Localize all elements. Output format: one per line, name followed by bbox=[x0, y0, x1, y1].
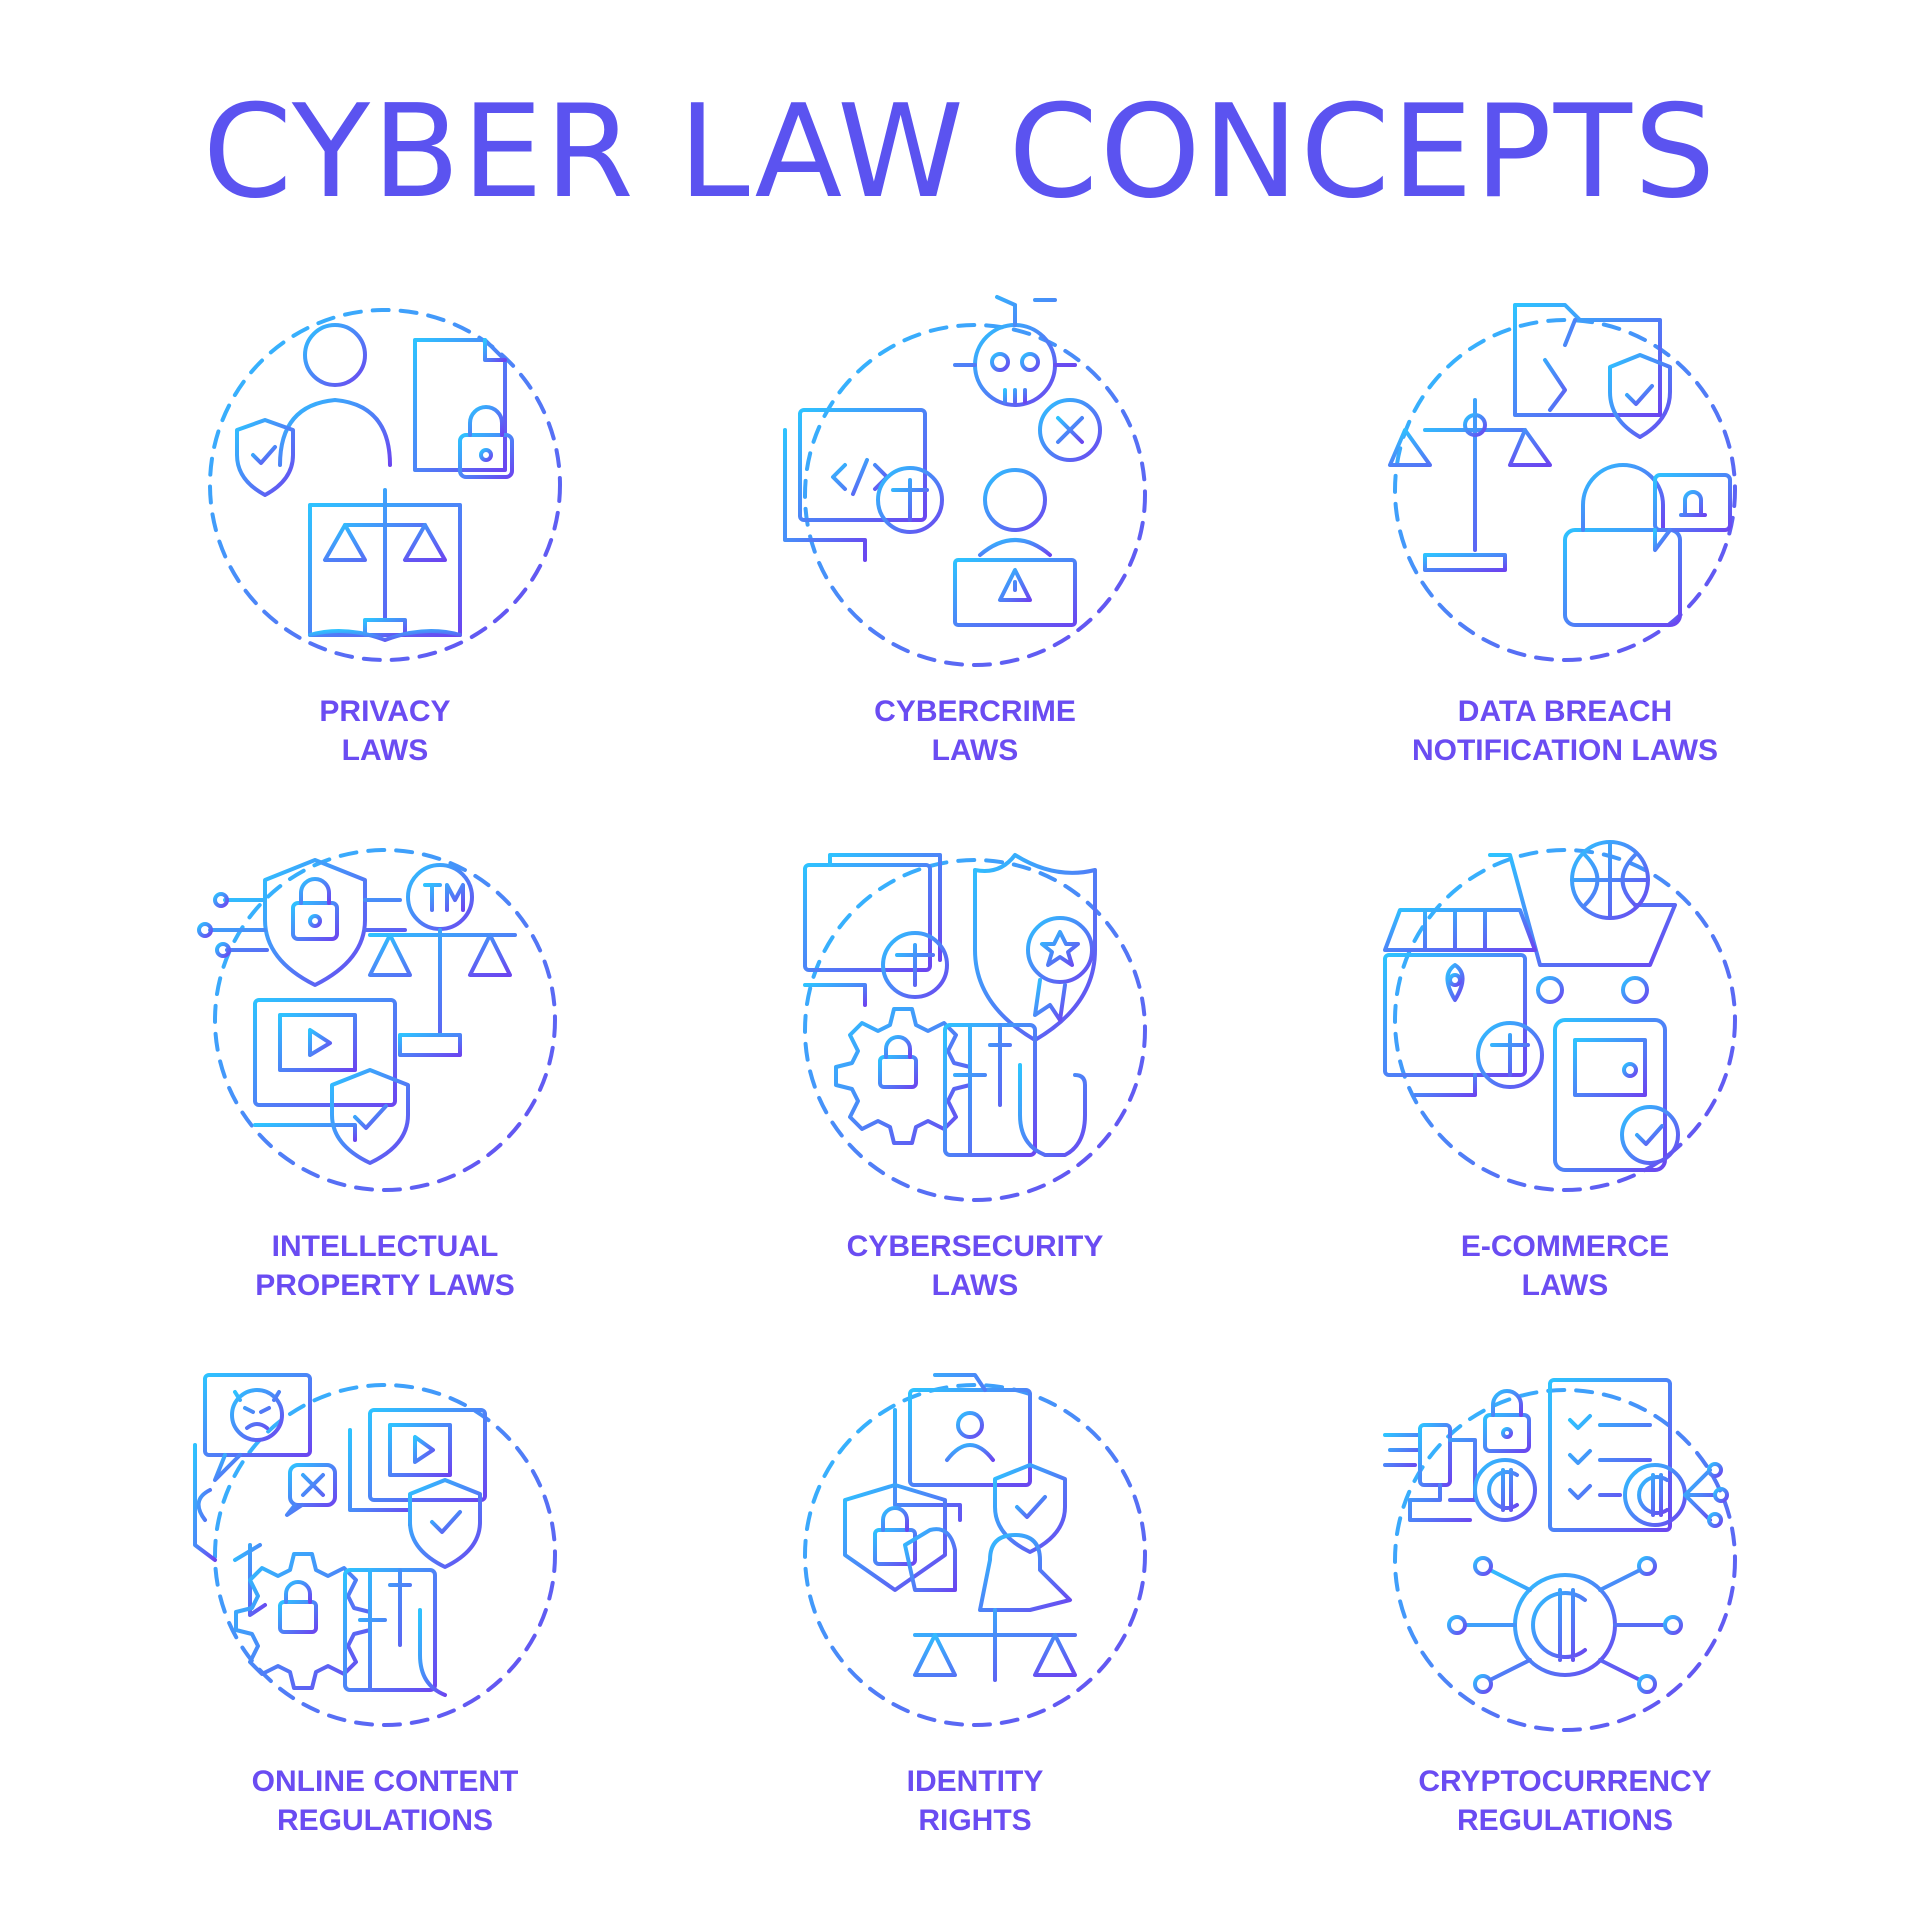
cybersecurity-icon bbox=[803, 853, 1147, 1202]
e-commerce-icon bbox=[1383, 840, 1737, 1192]
intellectual-property-icon bbox=[197, 848, 557, 1192]
online-content-icon bbox=[193, 1373, 557, 1727]
identity-rights-icon bbox=[803, 1373, 1147, 1727]
cryptocurrency-icon bbox=[1383, 1378, 1737, 1732]
cybercrime-icon bbox=[783, 295, 1147, 667]
privacy-icon bbox=[208, 308, 562, 662]
page-title: CYBER LAW CONCEPTS bbox=[202, 78, 1718, 227]
data-breach-icon bbox=[1388, 303, 1737, 662]
